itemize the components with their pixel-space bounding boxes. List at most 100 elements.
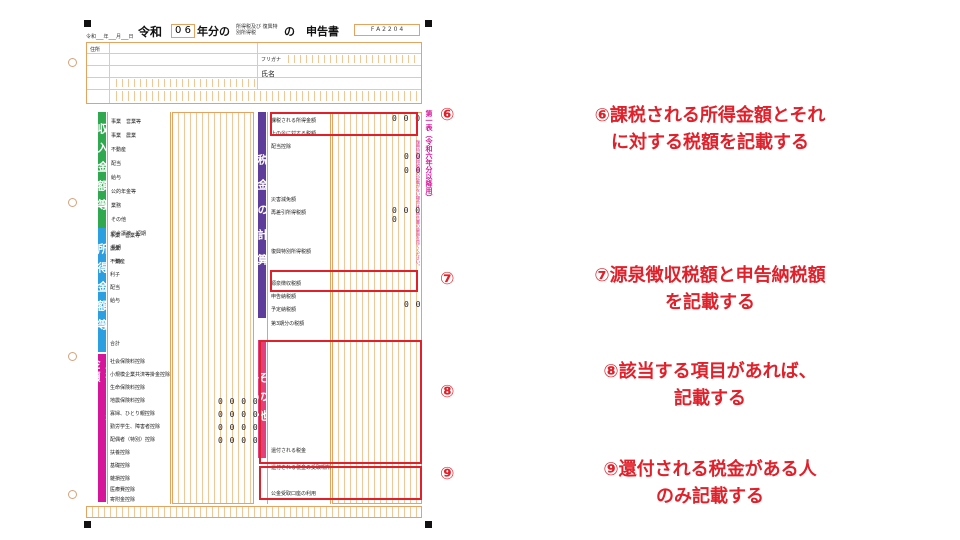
income-section-band xyxy=(98,112,106,228)
left-amount-cells[interactable] xyxy=(172,112,254,504)
note-7: ⑦源泉徴収税額と申告納税額 を記載する xyxy=(500,262,920,316)
row-label: 災害減免額 xyxy=(271,197,297,203)
address-label: 住所 xyxy=(90,47,101,53)
furigana-cells[interactable] xyxy=(283,55,419,63)
row-label: 利子 xyxy=(110,272,121,278)
other-section-band xyxy=(258,340,266,458)
side-title: 第一表（令和六年分以降用） xyxy=(425,110,433,201)
note-9-line-1: ⑨還付される税金がある人 xyxy=(603,459,817,480)
form-code: F A 2 2 0 4 xyxy=(354,24,420,36)
row-label: 勤労学生、障害者控除 xyxy=(110,424,161,430)
deduction-section-band xyxy=(98,354,106,502)
shotoku-section-band xyxy=(98,228,106,352)
left-lower-labels: 事業 営業等 農業 不動産 利子 配当 給与 合計 社会保険料控除 小規模企業共… xyxy=(107,228,171,504)
row-label: 配当控除 xyxy=(271,144,292,150)
row-label: 合計 xyxy=(110,341,121,347)
form-date: 令和___年___月___日 xyxy=(86,34,134,40)
marker-9: ⑨ xyxy=(440,464,455,484)
row-label: 不動産 xyxy=(111,147,127,153)
zeros: 0 0 0 xyxy=(392,114,422,123)
punch-hole xyxy=(68,490,77,499)
zeros: 0 0 0 0 xyxy=(218,410,259,419)
punch-hole xyxy=(68,352,77,361)
row-label: 雑損控除 xyxy=(110,476,131,482)
personal-info-block: 住所 フリガナ 氏名 xyxy=(86,42,422,104)
furigana-label: フリガナ xyxy=(261,57,282,63)
note-8-line-1: ⑧該当する項目があれば、 xyxy=(603,361,817,382)
highlight-box-7 xyxy=(270,270,418,292)
row-label: 公的年金等 xyxy=(111,189,137,195)
row-label: 配当 xyxy=(111,161,122,167)
row-label: 扶養控除 xyxy=(110,450,131,456)
row-label: 社会保険料控除 xyxy=(110,359,146,365)
note-8: ⑧該当する項目があれば、 記載する xyxy=(500,358,920,412)
row-label: 地震保険料控除 xyxy=(110,398,146,404)
form-title-mid: 年分の xyxy=(197,25,230,38)
address-cells[interactable] xyxy=(111,79,255,87)
side-note: 復興特別所得税額の記載がない場合は、申告書の裏面を見てください。 xyxy=(416,140,421,268)
tax-section-band xyxy=(258,112,266,318)
row-label: 小規模企業共済等掛金控除 xyxy=(110,372,171,378)
row-label: 業務 xyxy=(111,203,122,209)
right-label-column: 課税される所得金額 上の㉖に対する税額 配当控除 災害減免額 再差引所得税額 復… xyxy=(267,112,331,504)
zeros: 0 0 xyxy=(404,152,422,161)
form-title-end: の 申告書 xyxy=(284,25,339,38)
row-label: 第3期分の税額 xyxy=(271,321,305,327)
row-label: 生命保険料控除 xyxy=(110,385,146,391)
marker-8: ⑧ xyxy=(440,382,455,402)
highlight-box-8 xyxy=(259,340,422,464)
row-label: 配偶者（特別）控除 xyxy=(110,437,156,443)
row-label: 医療費控除 xyxy=(110,487,136,493)
income-section-title: 収入金額等 xyxy=(96,122,109,218)
row-label: 配当 xyxy=(110,285,121,291)
zeros: 0 0 0 0 xyxy=(392,206,422,224)
note-6-line-1: ⑥課税される所得金額とそれ xyxy=(594,105,826,126)
form-title-small: 所得税及び 復興特別所得税 xyxy=(236,24,278,36)
row-label: 長期 xyxy=(111,245,122,251)
note-9-line-2: のみ記載する xyxy=(656,486,764,507)
marker-6: ⑥ xyxy=(440,105,455,125)
row-label: 事業 営業等 xyxy=(110,233,141,239)
right-amount-cells[interactable] xyxy=(332,112,422,504)
row-label: 農業 xyxy=(110,246,121,252)
registration-mark xyxy=(425,521,432,528)
phone-cells[interactable] xyxy=(111,91,419,101)
row-label: 事業 営業等 xyxy=(111,119,142,125)
row-label: 寄附金控除 xyxy=(110,497,136,503)
row-label: 申告納税額 xyxy=(271,294,297,300)
row-label: 再差引所得税額 xyxy=(271,210,307,216)
row-label: 一時 xyxy=(111,259,122,265)
marker-7: ⑦ xyxy=(440,269,455,289)
row-label: 予定納税額 xyxy=(271,307,297,313)
form-era: 令和 xyxy=(138,25,163,39)
zeros: 0 0 0 0 xyxy=(218,436,259,445)
row-label: 復興特別所得税額 xyxy=(271,249,312,255)
row-label: 給与 xyxy=(111,175,122,181)
note-6-line-2: に対する税額を記載する xyxy=(611,132,809,153)
left-label-column: 事業 営業等 事業 農業 不動産 配当 給与 公的年金等 業務 その他 総合譲渡… xyxy=(107,112,171,504)
bottom-strip xyxy=(86,506,422,518)
zeros: 0 0 0 0 xyxy=(218,397,259,406)
zeros: 0 0 xyxy=(404,166,422,175)
punch-hole xyxy=(68,58,77,67)
row-label: 給与 xyxy=(110,298,121,304)
note-7-line-2: を記載する xyxy=(665,292,755,313)
row-label: その他 xyxy=(111,217,127,223)
row-label: 事業 農業 xyxy=(111,133,137,139)
punch-hole xyxy=(68,198,77,207)
registration-mark xyxy=(84,521,91,528)
form-year[interactable]: 0 6 xyxy=(171,24,195,38)
row-label: 源泉徴収税額 xyxy=(271,281,302,287)
note-8-line-2: 記載する xyxy=(674,388,746,409)
registration-mark xyxy=(425,20,432,27)
note-9: ⑨還付される税金がある人 のみ記載する xyxy=(500,456,920,510)
tax-return-form: 令和___年___月___日 令和 0 6 年分の 所得税及び 復興特別所得税 … xyxy=(68,20,433,528)
note-6: ⑥課税される所得金額とそれ に対する税額を記載する xyxy=(500,102,920,156)
row-label: 寡婦、ひとり親控除 xyxy=(110,411,155,417)
note-7-line-1: ⑦源泉徴収税額と申告納税額 xyxy=(594,265,826,286)
highlight-box-9 xyxy=(259,466,422,500)
registration-mark xyxy=(84,20,91,27)
name-label: 氏名 xyxy=(261,70,275,78)
tax-section-title: 税金の計算 xyxy=(256,153,269,279)
shotoku-section-title: 所得金額等 xyxy=(96,242,109,338)
